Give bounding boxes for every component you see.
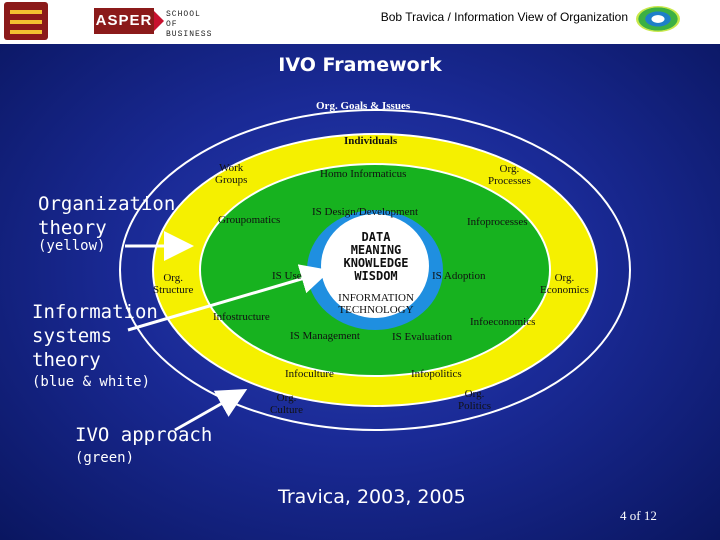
label-work-groups-2: Groups xyxy=(215,174,248,186)
legend-is-theory-line2: systems xyxy=(32,325,113,347)
label-processes-1: Org. xyxy=(499,163,520,175)
label-processes-2: Processes xyxy=(488,175,531,187)
legend-ivo: IVO approach xyxy=(75,424,213,446)
globe-logo-icon xyxy=(636,6,680,32)
core-tech-1: INFORMATION xyxy=(338,292,414,304)
arrow-ivo xyxy=(174,389,248,432)
legend-is-theory-line1: Information xyxy=(32,301,158,323)
university-crest-icon xyxy=(4,2,48,40)
legend-org-theory: Organization theory xyxy=(38,192,175,240)
label-structure: Org. Structure xyxy=(153,272,193,296)
label-work-groups: Work Groups xyxy=(215,162,247,186)
citation: Travica, 2003, 2005 xyxy=(278,486,466,508)
label-infopolitics: Infopolitics xyxy=(411,368,462,380)
logo-main-text: ASPER xyxy=(94,8,154,34)
slide-title: IVO Framework xyxy=(278,54,442,76)
label-culture: Org. Culture xyxy=(270,392,303,416)
legend-is-theory: Information systems theory xyxy=(32,300,158,372)
label-infoculture: Infoculture xyxy=(285,368,334,380)
legend-org-theory-line1: Organization xyxy=(38,193,176,215)
core-wisdom: WISDOM xyxy=(354,269,398,283)
asper-logo: ASPER SCHOOL OF BUSINESS xyxy=(94,8,214,39)
label-individuals: Individuals xyxy=(344,135,398,147)
core-meaning: MEANING xyxy=(350,243,402,257)
label-processes: Org. Processes xyxy=(488,163,531,187)
label-infoeconomics: Infoeconomics xyxy=(470,316,536,328)
logo-arrow-icon xyxy=(154,11,164,31)
logo-sub-text: SCHOOL OF BUSINESS xyxy=(166,10,213,39)
white-core xyxy=(321,214,429,318)
label-work-groups-1: Work xyxy=(219,162,244,174)
label-infostructure: Infostructure xyxy=(213,311,270,323)
label-groupomatics: Groupomatics xyxy=(218,214,281,226)
arrow-is-theory xyxy=(127,264,331,332)
label-goals: Org. Goals & Issues xyxy=(316,100,411,112)
header-bar: ASPER SCHOOL OF BUSINESS Bob Travica / I… xyxy=(0,0,720,44)
core-knowledge: KNOWLEDGE xyxy=(343,256,409,270)
running-title: Bob Travica / Information View of Organi… xyxy=(380,10,628,24)
legend-is-theory-note: (blue & white) xyxy=(32,374,151,390)
label-culture-2: Culture xyxy=(270,404,303,416)
label-economics-1: Org. xyxy=(554,272,575,284)
label-politics-2: Politics xyxy=(458,400,492,412)
label-infoprocesses: Infoprocesses xyxy=(467,216,528,228)
label-culture-1: Org. xyxy=(276,392,297,404)
label-politics: Org. Politics xyxy=(458,388,491,412)
label-homo-informaticus: Homo Informaticus xyxy=(320,168,407,180)
legend-ivo-note: (green) xyxy=(75,450,135,466)
legend-org-theory-note: (yellow) xyxy=(38,238,106,254)
core-data: DATA xyxy=(361,230,391,244)
label-politics-1: Org. xyxy=(464,388,485,400)
core-tech-2: TECHNOLOGY xyxy=(338,304,414,316)
legend-org-theory-line2: theory xyxy=(38,217,107,239)
label-is-management: IS Management xyxy=(290,330,360,342)
label-economics: Org. Economics xyxy=(540,272,589,296)
label-is-design: IS Design/Development xyxy=(312,206,419,218)
label-structure-2: Structure xyxy=(153,284,194,296)
label-is-use: IS Use xyxy=(272,270,302,282)
label-is-adoption: IS Adoption xyxy=(432,270,486,282)
label-structure-1: Org. xyxy=(163,272,183,284)
label-economics-2: Economics xyxy=(540,284,589,296)
legend-is-theory-line3: theory xyxy=(32,349,101,371)
label-is-evaluation: IS Evaluation xyxy=(392,331,453,343)
page-number: 4 of 12 xyxy=(620,508,657,523)
core-information-technology: INFORMATION TECHNOLOGY xyxy=(322,292,430,316)
outer-ellipse xyxy=(119,109,631,431)
core-knowledge-stack: DATA MEANING KNOWLEDGE WISDOM xyxy=(316,231,436,283)
